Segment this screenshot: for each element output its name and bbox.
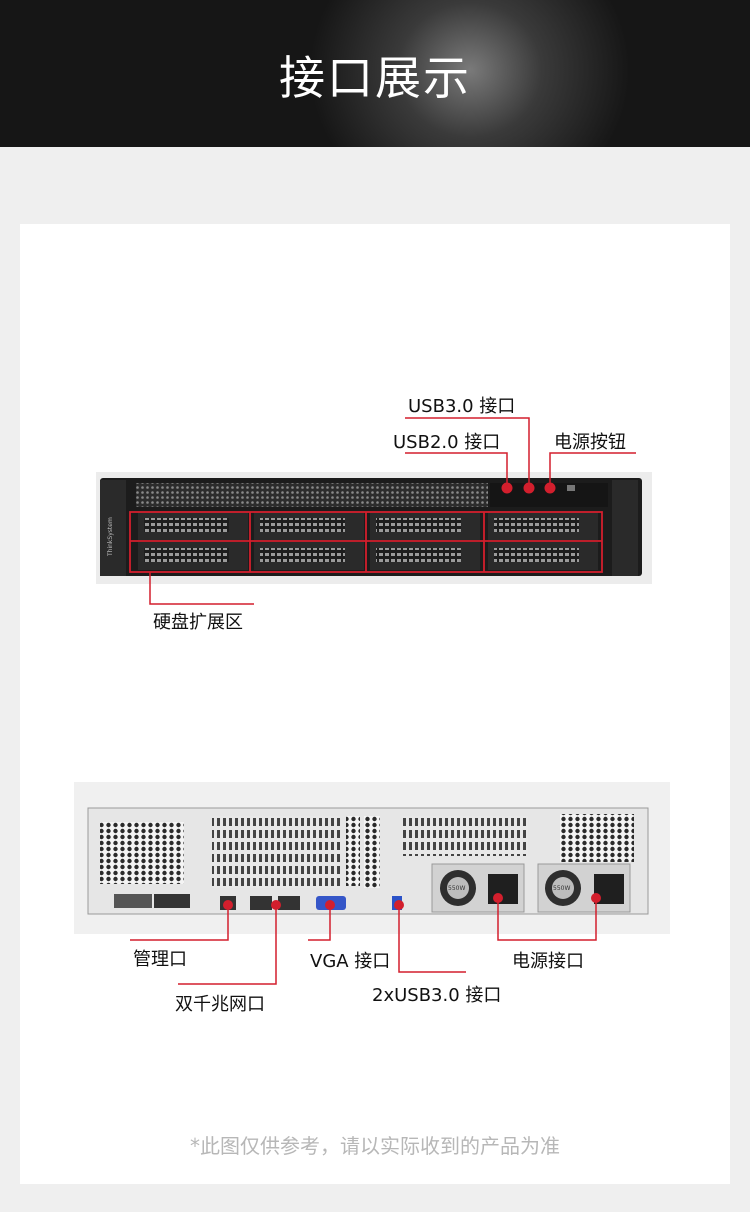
psu-badge-2: 550W — [553, 885, 570, 892]
label-usb20: USB2.0 接口 — [393, 432, 501, 453]
label-usb30-rear: 2xUSB3.0 接口 — [372, 985, 502, 1006]
drive-bays — [138, 512, 598, 570]
rear-server: 550W 550W — [74, 782, 670, 985]
label-drive-bays: 硬盘扩展区 — [153, 612, 243, 633]
disclaimer-note: *此图仅供参考，请以实际收到的产品为准 — [190, 1134, 560, 1158]
front-server: ThinkSystem — [96, 417, 652, 605]
label-usb30: USB3.0 接口 — [408, 396, 516, 417]
label-power-port: 电源接口 — [512, 951, 584, 972]
content-card — [20, 224, 730, 1184]
label-dual-gigabit: 双千兆网口 — [175, 994, 265, 1015]
header-banner: 接口展示 — [0, 0, 750, 147]
psu-badge-1: 550W — [448, 885, 465, 892]
label-power-button: 电源按钮 — [554, 432, 626, 453]
page-title: 接口展示 — [279, 51, 471, 105]
brand-mark: ThinkSystem — [107, 517, 114, 557]
label-vga-port: VGA 接口 — [310, 951, 391, 972]
label-management-port: 管理口 — [133, 949, 187, 970]
